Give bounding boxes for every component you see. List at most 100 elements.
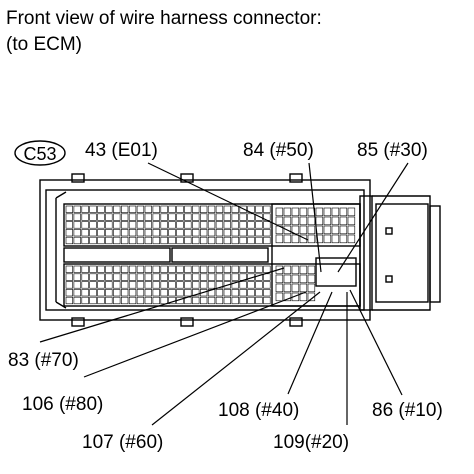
pin-cavity — [223, 273, 231, 281]
pin-cavity — [81, 229, 89, 237]
pin-cavity — [247, 221, 255, 229]
pin-cavity — [152, 281, 160, 289]
pin-cavity — [152, 265, 160, 273]
pin-cavity — [160, 213, 168, 221]
pin-cavity — [136, 289, 145, 297]
pin-cavity — [184, 236, 192, 245]
pin-cavity — [176, 289, 184, 297]
pin-cavity — [89, 221, 97, 229]
pin-cavity — [168, 265, 176, 273]
pin-cavity — [105, 289, 113, 297]
pin-cavity — [89, 236, 97, 245]
pin-cavity — [215, 213, 224, 221]
pin-cavity — [255, 236, 263, 245]
pin-cavity — [136, 229, 145, 237]
pin-cavity — [136, 273, 145, 281]
pin-cavity — [291, 283, 300, 293]
pin-cavity — [97, 289, 105, 297]
pin-cavity — [315, 234, 324, 244]
pin-cavity — [323, 216, 332, 226]
pin-cavity — [128, 273, 137, 281]
pin-cavity — [73, 221, 81, 229]
pin-cavity — [136, 205, 145, 213]
pin-cavity — [299, 216, 308, 226]
pin-cavity — [263, 205, 271, 213]
pin-cavity — [65, 289, 73, 297]
pin-cavity — [152, 213, 160, 221]
pin-cavity — [65, 205, 73, 213]
pin-cavity — [307, 283, 316, 293]
pin-cavity — [113, 281, 121, 289]
pin-cavity — [255, 265, 263, 273]
pin-cavity — [200, 229, 208, 237]
pin-cavity — [223, 205, 231, 213]
pin-cavity — [291, 207, 300, 217]
leader-43 — [147, 162, 309, 241]
pin-cavity — [128, 221, 137, 229]
leader-108 — [287, 291, 333, 395]
pin-cavity — [239, 289, 247, 297]
pin-cavity — [231, 281, 239, 289]
pin-cavity — [283, 265, 292, 275]
pin-cavity — [223, 296, 231, 305]
pin-cavity — [255, 289, 263, 297]
pin-cavity — [255, 229, 263, 237]
pin-cavity — [184, 213, 192, 221]
pin-cavity — [160, 221, 168, 229]
pin-cavity — [291, 274, 300, 284]
pin-cavity — [105, 265, 113, 273]
pin-cavity — [81, 205, 89, 213]
pin-cavity — [121, 273, 129, 281]
pin-cavity — [247, 281, 255, 289]
pin-cavity — [152, 229, 160, 237]
pin-cavity — [128, 296, 137, 305]
pin-cavity — [121, 296, 129, 305]
pin-cavity — [331, 207, 340, 217]
pin-cavity — [144, 289, 152, 297]
pin-cavity — [136, 281, 145, 289]
pin-cavity — [299, 265, 308, 275]
pin-cavity — [184, 221, 192, 229]
pin-cavity — [192, 205, 200, 213]
pin-cavity — [275, 292, 284, 302]
pin-cavity — [65, 229, 73, 237]
pin-cavity — [97, 265, 105, 273]
pin-cavity — [239, 296, 247, 305]
pin-cavity — [255, 296, 263, 305]
pin-cavity — [128, 229, 137, 237]
pin-cavity — [307, 216, 316, 226]
pin-cavity — [200, 273, 208, 281]
pin-cavity — [239, 213, 247, 221]
pin-cavity — [73, 205, 81, 213]
pin-cavity — [176, 281, 184, 289]
connector-id-text: C53 — [23, 144, 56, 164]
pin-cavity — [121, 221, 129, 229]
pin-cavity — [323, 207, 332, 217]
pin-cavity — [128, 213, 137, 221]
pin-cavity — [192, 221, 200, 229]
pin-cavity — [275, 274, 284, 284]
pin-cavity — [263, 281, 271, 289]
leader-106 — [83, 291, 307, 378]
pin-cavity — [255, 221, 263, 229]
pin-cavity — [81, 289, 89, 297]
pin-cavity — [184, 273, 192, 281]
pin-cavity — [263, 296, 271, 305]
pin-cavity — [97, 296, 105, 305]
pin-cavity — [255, 281, 263, 289]
pin-cavity — [215, 205, 224, 213]
pin-cavity — [239, 281, 247, 289]
pin-cavity — [152, 296, 160, 305]
pin-cavity — [275, 216, 284, 226]
pin-cavity — [215, 296, 224, 305]
pin-cavity — [215, 273, 224, 281]
pin-cavity — [121, 265, 129, 273]
pin-cavity — [184, 289, 192, 297]
pin-cavity — [73, 229, 81, 237]
pin-cavity — [192, 236, 200, 245]
label-pin-85: 85 (#30) — [357, 140, 428, 161]
pin-cavity — [136, 265, 145, 273]
pin-cavity — [176, 205, 184, 213]
pin-cavity — [113, 205, 121, 213]
pin-cavity — [200, 265, 208, 273]
